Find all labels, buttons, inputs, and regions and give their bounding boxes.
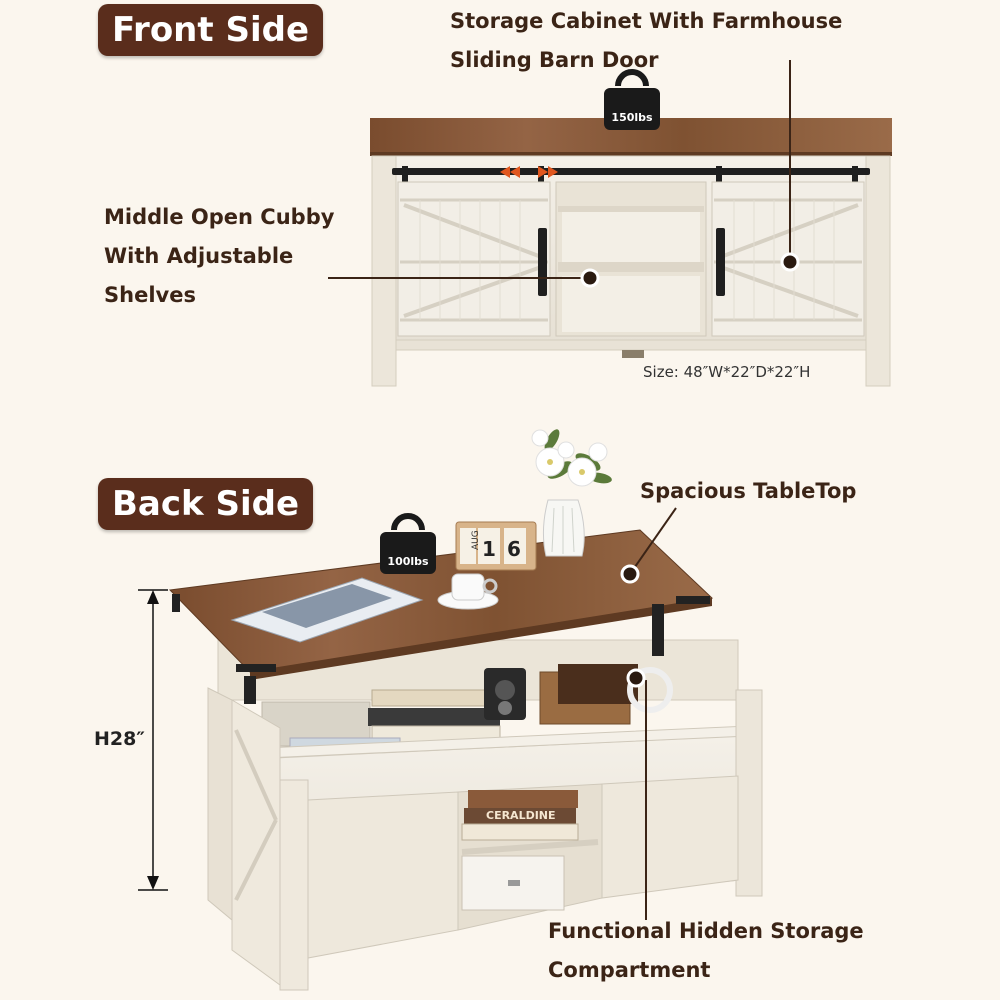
hidden-storage-line1: Functional Hidden Storage [548,919,864,943]
height-spec: H28″ [94,728,145,750]
vase-prop [531,429,612,557]
front-side-tag: Front Side [98,4,324,56]
back-leg-front [279,779,309,991]
top-weight-label: 100lbs [387,555,429,568]
cubby-callout: Middle Open Cubby With Adjustable Shelve… [104,198,334,315]
cubby-line1: Middle Open Cubby [104,205,335,229]
front-weight-badge: 150lbs [603,84,661,130]
top-weight-badge: 100lbs [379,528,437,574]
hidden-storage-callout: Functional Hidden Storage Compartment [548,912,864,990]
cubby-callout-dot [580,268,600,288]
tabletop-callout: Spacious TableTop [640,472,856,511]
hidden-storage-line2: Compartment [548,957,711,982]
front-cabinet [370,118,892,387]
headphones-prop [627,667,673,713]
tabletop-label: Spacious TableTop [640,479,857,503]
calendar-day-2: 6 [507,537,521,561]
barn-door-rail [392,168,870,175]
left-barn-door [397,181,551,337]
calendar-day-1: 1 [482,537,496,561]
weight-icon [604,69,660,130]
cabinet-callout-dot [780,252,800,272]
hidden-storage-callout-dot [626,668,646,688]
front-leg-right [865,155,891,387]
tabletop-callout-dot [620,564,640,584]
front-leg-left [371,155,397,387]
back-leg-right [735,689,763,897]
left-door-handle [538,228,547,296]
cup-prop [451,573,485,601]
lift-top-table: CERALDINE AUG 1 6 [168,429,763,991]
front-callout-lines [328,60,791,279]
cubby-line2: With Adjustable [104,243,294,268]
back-side-tag: Back Side [98,478,313,530]
book-title: CERALDINE [486,809,556,822]
front-weight-label: 150lbs [611,111,653,124]
cubby-line3: Shelves [104,282,196,307]
back-left-door [307,791,459,959]
sliding-arrow-icon [500,166,558,178]
middle-cubby [555,181,707,337]
back-right-door [601,775,739,899]
size-spec: Size: 48″W*22″D*22″H [643,363,811,381]
storage-cabinet-callout: Storage Cabinet With Farmhouse Sliding B… [450,2,842,80]
storage-cabinet-line2: Sliding Barn Door [450,47,659,72]
calendar-month: AUG [471,530,481,550]
storage-cabinet-line1: Storage Cabinet With Farmhouse [450,9,843,33]
right-door-handle [716,228,725,296]
weight-icon [380,513,436,574]
back-callout-lines [629,507,677,920]
